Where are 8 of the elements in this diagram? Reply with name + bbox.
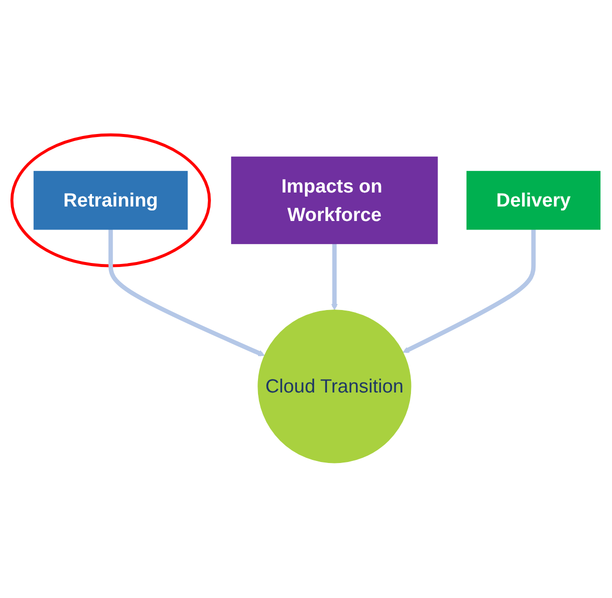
arrow	[402, 230, 536, 354]
arrow	[108, 230, 265, 357]
node-box: Impacts on Workforce	[231, 156, 438, 244]
cluster	[10, 134, 211, 268]
node-box: Retraining	[34, 171, 188, 230]
node-circle: Cloud Transition	[258, 310, 412, 464]
node-box: Delivery	[466, 171, 600, 230]
arrow	[331, 244, 338, 310]
